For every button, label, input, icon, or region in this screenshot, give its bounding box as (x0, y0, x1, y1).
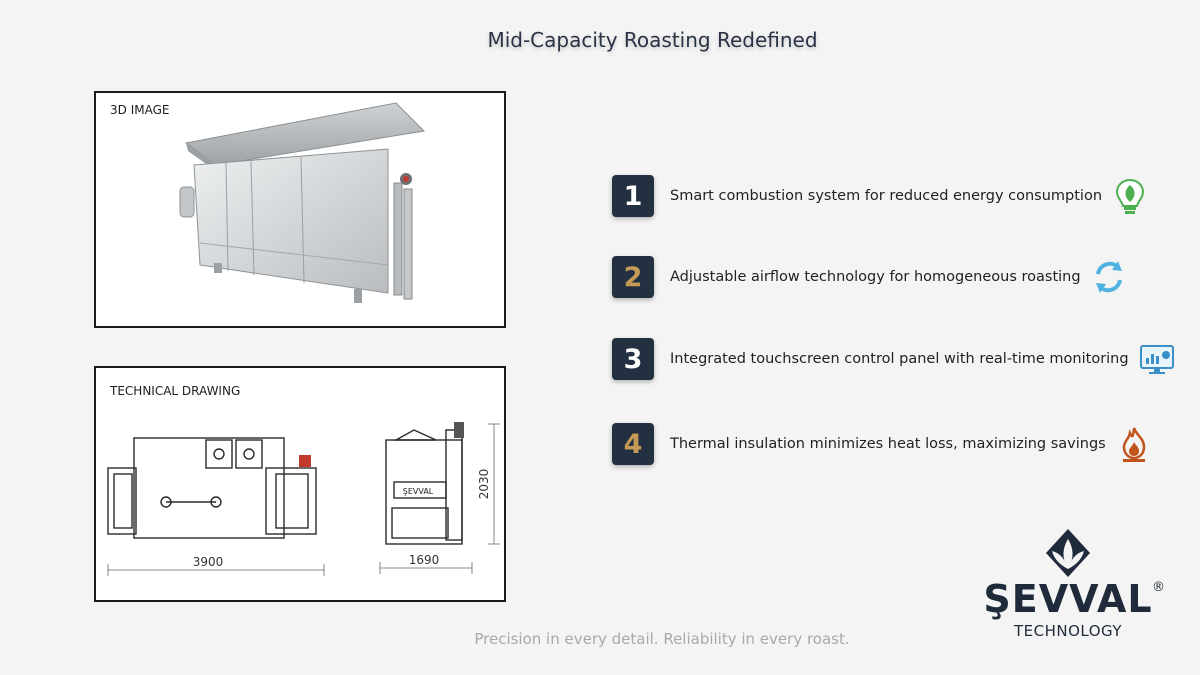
panel-label-3d: 3D IMAGE (110, 103, 170, 117)
feature-item-4: 4 Thermal insulation minimizes heat loss… (612, 423, 1152, 465)
feature-text: Thermal insulation minimizes heat loss, … (670, 436, 1106, 452)
feature-number-badge: 1 (612, 175, 654, 217)
brand-emblem-icon (1046, 529, 1090, 577)
feature-text: Smart combustion system for reduced ener… (670, 188, 1103, 204)
machine-3d-panel: 3D IMAGE (94, 91, 506, 328)
feature-number-badge: 2 (612, 256, 654, 298)
feature-number-badge: 4 (612, 423, 654, 465)
airflow-cycle-icon (1095, 261, 1122, 293)
feature-item-3: 3 Integrated touchscreen control panel w… (612, 338, 1175, 380)
feature-item-1: 1 Smart combustion system for reduced en… (612, 175, 1148, 217)
brand-name: ŞEVVAL (983, 577, 1153, 621)
technical-drawing-panel: TECHNICAL DRAWING ŞEVVAL (94, 366, 506, 602)
tagline: Precision in every detail. Reliability i… (474, 630, 850, 648)
brand-logo: ŞEVVAL ® TECHNOLOGY (968, 525, 1168, 645)
machine-3d-render (179, 102, 426, 303)
feature-number-badge: 3 (612, 338, 654, 380)
technical-drawing: ŞEVVAL 3900 1690 2030 (107, 422, 500, 576)
dimension-height: 2030 (477, 469, 491, 500)
panel-label-drawing: TECHNICAL DRAWING (110, 384, 241, 398)
eco-bulb-icon (1116, 178, 1145, 214)
brand-subtitle: TECHNOLOGY (1013, 622, 1123, 640)
page-title: Mid-Capacity Roasting Redefined (487, 28, 818, 52)
registered-mark: ® (1152, 580, 1165, 595)
dimension-width: 3900 (193, 555, 224, 569)
feature-text: Adjustable airflow technology for homoge… (670, 269, 1081, 285)
dimension-depth: 1690 (409, 553, 440, 567)
feature-text: Integrated touchscreen control panel wit… (670, 351, 1129, 367)
machine-plate-text: ŞEVVAL (403, 487, 434, 496)
monitor-chart-icon (1139, 345, 1174, 374)
flame-icon (1122, 427, 1146, 462)
feature-item-2: 2 Adjustable airflow technology for homo… (612, 256, 1127, 298)
